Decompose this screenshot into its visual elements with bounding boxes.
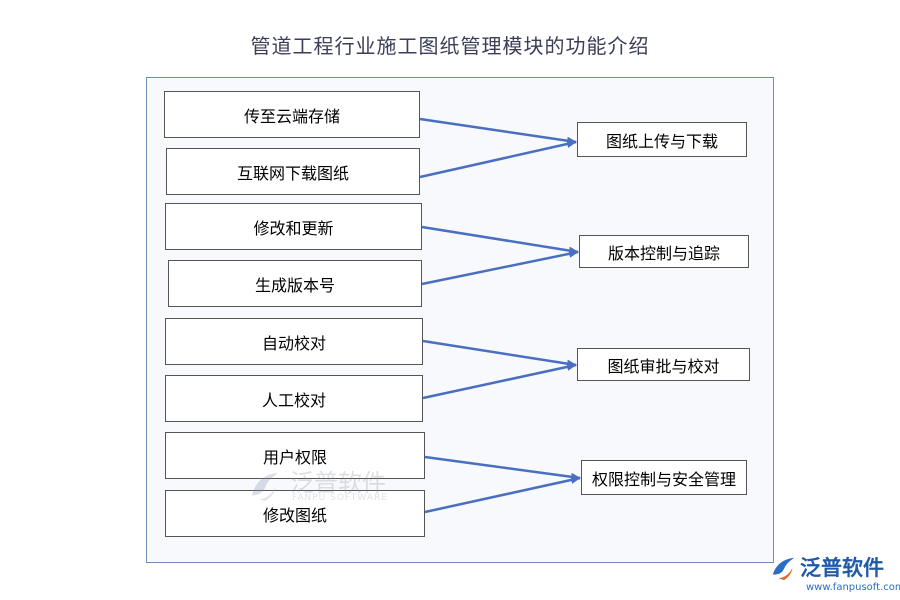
source-box-user-permission: 用户权限 <box>165 432 425 479</box>
arrow-manual-to-approval <box>422 362 577 400</box>
source-box-manual-proofread: 人工校对 <box>165 375 423 422</box>
diagram-title: 管道工程行业施工图纸管理模块的功能介绍 <box>250 34 650 58</box>
target-box-version-control: 版本控制与追踪 <box>579 235 749 268</box>
source-box-generate-version: 生成版本号 <box>168 260 422 307</box>
brand-logo-name: 泛普软件 <box>800 556 884 580</box>
arrow-version-no-to-version <box>421 249 579 286</box>
arrow-permission-to-security <box>424 455 581 481</box>
brand-logo-url: www.fanpusoft.com <box>806 582 900 593</box>
source-box-cloud-storage: 传至云端存储 <box>164 91 420 138</box>
source-box-auto-proofread: 自动校对 <box>165 318 423 365</box>
source-box-modify-update: 修改和更新 <box>165 203 422 250</box>
arrow-modify-to-version <box>421 225 579 255</box>
source-box-internet-download: 互联网下载图纸 <box>166 148 420 195</box>
target-box-permission-security: 权限控制与安全管理 <box>581 460 747 495</box>
target-box-upload-download: 图纸上传与下载 <box>577 122 747 157</box>
arrow-download-to-upload <box>419 140 577 179</box>
source-box-modify-drawing: 修改图纸 <box>165 490 425 537</box>
brand-logo-icon <box>772 557 795 581</box>
brand-logo: 泛普软件 www.fanpusoft.com <box>770 552 900 598</box>
arrow-auto-to-approval <box>422 339 577 368</box>
arrow-modify-drawing-to-security <box>424 476 581 514</box>
arrow-cloud-to-upload <box>419 117 577 145</box>
target-box-approval-proofread: 图纸审批与校对 <box>577 348 750 381</box>
